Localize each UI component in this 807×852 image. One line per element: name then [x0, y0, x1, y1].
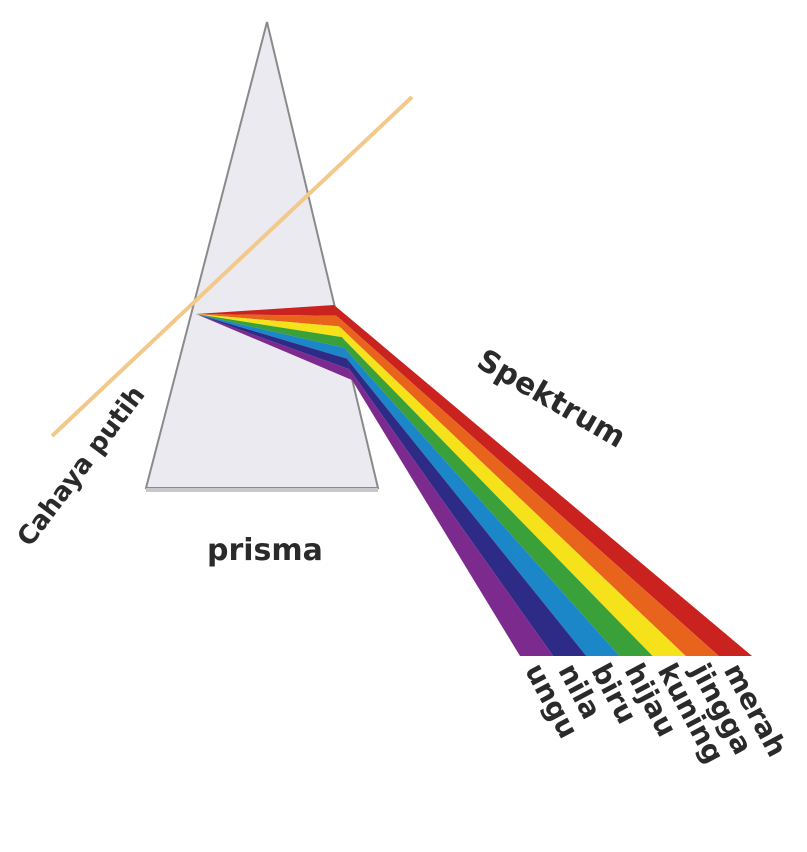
- spectrum-fan: [334, 305, 752, 656]
- prism-label: prisma: [207, 533, 323, 568]
- spectrum-label: Spektrum: [471, 343, 632, 456]
- prism-body: [146, 22, 378, 488]
